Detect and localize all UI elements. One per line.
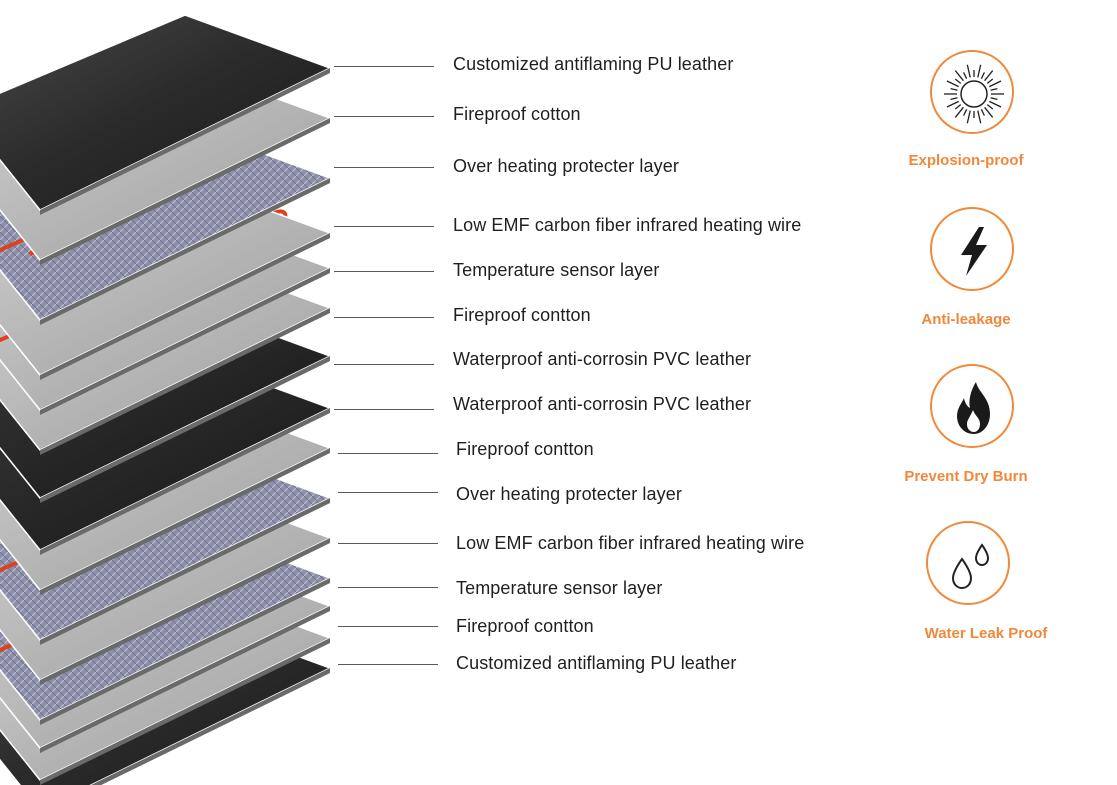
burst-ray — [980, 109, 985, 116]
layer-sheet — [0, 14, 332, 215]
burst-ray — [966, 64, 971, 78]
leader-line — [334, 116, 434, 117]
layer-label: Low EMF carbon fiber infrared heating wi… — [456, 533, 805, 553]
burst-ray — [977, 110, 982, 124]
leader-line — [334, 167, 434, 168]
leader-line — [334, 364, 434, 365]
burst-ray — [954, 106, 964, 118]
leader-line — [338, 626, 438, 627]
burst-ray — [986, 104, 994, 110]
leader-line — [338, 543, 438, 544]
burst-ray — [954, 70, 964, 82]
burst-ray — [977, 64, 982, 78]
burst-ray — [980, 72, 985, 79]
water-drops-icon — [926, 521, 1010, 605]
leader-line — [334, 317, 434, 318]
feature-label: Prevent Dry Burn — [904, 468, 1028, 485]
layer-label: Fireproof contton — [456, 616, 594, 636]
leader-line — [338, 492, 438, 493]
layer-label: Temperature sensor layer — [456, 578, 663, 598]
burst-ray — [990, 88, 998, 91]
burst-ray — [990, 97, 998, 100]
burst-ray — [946, 80, 959, 88]
leader-line — [338, 587, 438, 588]
burst-ray — [950, 88, 958, 91]
burst-ray — [989, 80, 1002, 88]
leader-line — [334, 409, 434, 410]
burst-ray — [986, 78, 994, 84]
leader-line — [334, 271, 434, 272]
lightning-icon — [930, 207, 1014, 291]
leader-line — [338, 664, 438, 665]
layer-label: Fireproof contton — [456, 439, 594, 459]
feature-label: Explosion-proof — [908, 152, 1024, 169]
leader-line — [338, 453, 438, 454]
leader-line — [334, 66, 434, 67]
layer-label: Over heating protecter layer — [456, 484, 682, 504]
burst-ray — [950, 97, 958, 100]
leader-line — [334, 226, 434, 227]
explosion-icon — [930, 50, 1014, 134]
layer-label: Customized antiflaming PU leather — [456, 653, 737, 673]
layer-label: Waterproof anti-corrosin PVC leather — [453, 394, 752, 414]
layer-label: Customized antiflaming PU leather — [453, 54, 734, 74]
layer-label: Low EMF carbon fiber infrared heating wi… — [453, 215, 802, 235]
burst-ray — [954, 104, 962, 110]
burst-ray — [963, 109, 968, 116]
feature-label: Water Leak Proof — [924, 625, 1048, 642]
burst-ray — [984, 70, 994, 82]
burst-ray — [984, 106, 994, 118]
burst-ray — [989, 100, 1002, 108]
flame-icon — [930, 364, 1014, 448]
burst-ray — [954, 78, 962, 84]
burst-ray — [966, 110, 971, 124]
burst-ray — [963, 72, 968, 79]
burst-ray — [946, 100, 959, 108]
feature-label: Anti-leakage — [921, 311, 1011, 328]
layer-label: Fireproof cotton — [453, 104, 581, 124]
layer-label: Temperature sensor layer — [453, 260, 660, 280]
layer-label: Waterproof anti-corrosin PVC leather — [453, 349, 752, 369]
layer-label: Fireproof contton — [453, 305, 591, 325]
layer-label: Over heating protecter layer — [453, 156, 679, 176]
